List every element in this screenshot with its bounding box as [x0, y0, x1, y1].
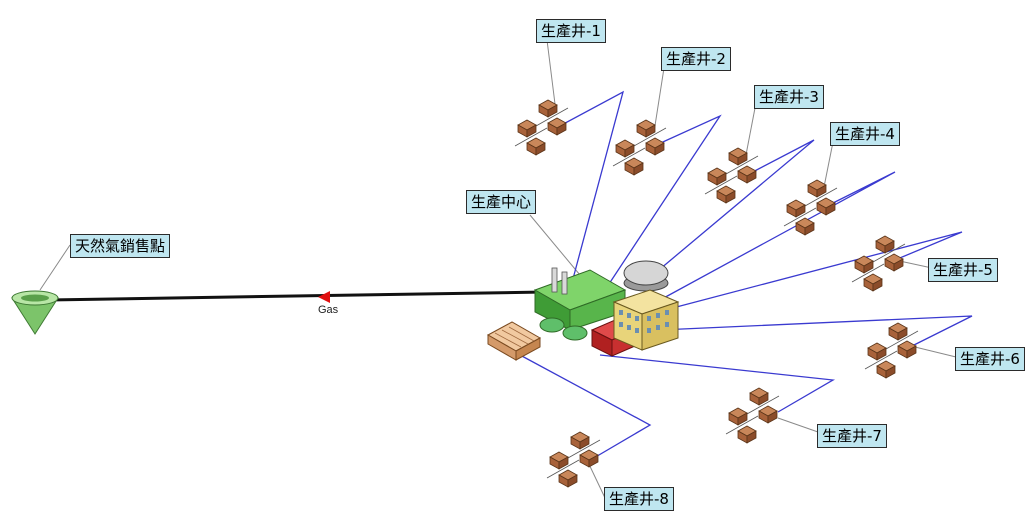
sales-point-label: 天然氣銷售點 — [70, 234, 171, 258]
well-pad-cluster-icon — [726, 388, 779, 443]
well-pad-cluster-icon — [515, 100, 568, 155]
leader-lines — [39, 39, 957, 501]
well-label-4: 生產井-4 — [830, 122, 900, 146]
well-label-5: 生產井-5 — [928, 258, 998, 282]
well-pad-cluster-icon — [865, 323, 918, 378]
well-pad-cluster-icon — [705, 148, 758, 203]
funnel-cone-icon — [11, 290, 59, 335]
well-pad-cluster-icon — [547, 432, 600, 487]
well-pad-cluster-icon — [852, 236, 905, 291]
well-label-1: 生產井-1 — [536, 19, 606, 43]
gas-processing-plant-icon — [486, 260, 680, 361]
well-label-8: 生產井-8 — [604, 487, 674, 511]
well-label-7: 生產井-7 — [817, 424, 887, 448]
well-label-3: 生產井-3 — [754, 85, 824, 109]
gas-export-line — [47, 290, 546, 302]
well-pad-cluster-icon — [784, 180, 837, 235]
well-pad-cluster-icon — [613, 120, 666, 175]
well-label-6: 生產井-6 — [955, 347, 1025, 371]
flow-label-gas: Gas — [318, 304, 339, 316]
production-center-label: 生產中心 — [466, 190, 537, 214]
well-label-2: 生產井-2 — [661, 47, 731, 71]
flow-arrow — [318, 291, 330, 303]
well-flowlines — [519, 90, 973, 463]
